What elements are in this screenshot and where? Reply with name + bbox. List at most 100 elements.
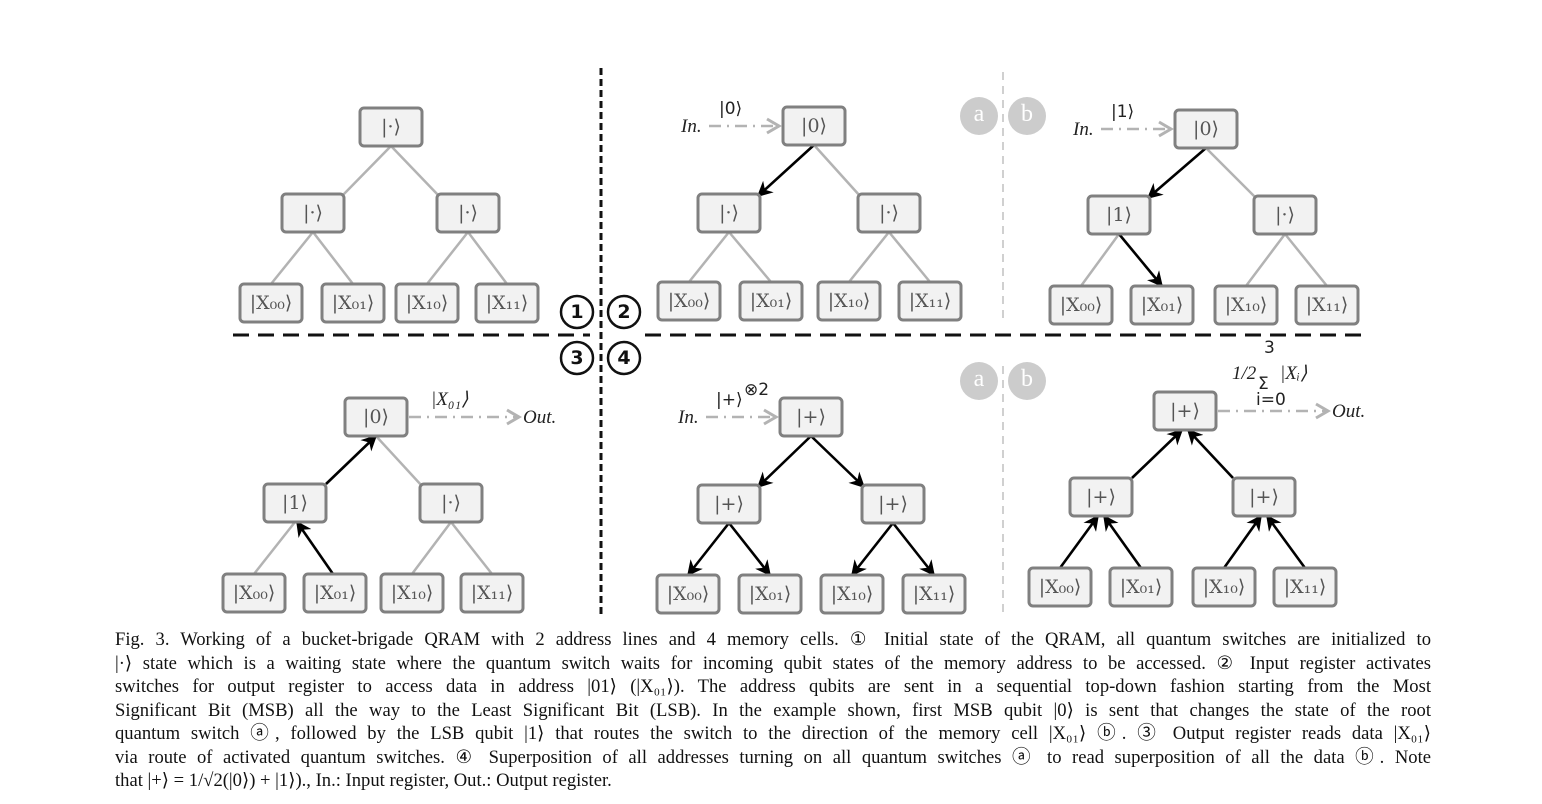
panel-1-root-switch-label: |·⟩: [381, 116, 401, 138]
panel-2-memory-cell-2: |X₁₀⟩: [816, 280, 882, 322]
panel-3-memory-cell-1: |X₀₁⟩: [1129, 284, 1195, 326]
panel-4-edge-up-0: [325, 434, 378, 485]
panel-1-right-switch: |·⟩: [435, 192, 501, 234]
panel-5-memory-cell-3: |X₁₁⟩: [901, 573, 967, 615]
panel-5-input-label: In.: [677, 407, 699, 428]
panel-5-left-switch-label: |+⟩: [714, 493, 744, 515]
panel-6-edge-up-1: [1186, 428, 1234, 479]
panel-2-edge-2: [688, 231, 730, 283]
panel-4-root-switch: |0⟩: [343, 396, 409, 438]
panel-4-memory-cell-0-label: |X₀₀⟩: [233, 582, 276, 604]
panel-4-root-switch-label: |0⟩: [363, 406, 389, 428]
panel-6-edge-up-4: [1222, 514, 1263, 569]
panel-6-left-switch-label: |+⟩: [1086, 486, 1116, 508]
panel-4-edge-4: [411, 521, 452, 575]
caption-line-2: |·⟩ state which is a waiting state where…: [115, 652, 1431, 674]
panel-6-memory-cell-0: |X₀₀⟩: [1027, 566, 1093, 608]
panel-2-root-switch: |0⟩: [781, 105, 847, 147]
panel-2-input-arrowhead: [766, 117, 782, 135]
panel-6-memory-cell-3-label: |X₁₁⟩: [1284, 576, 1327, 598]
panel-4-output-state: |X₀₁⟩: [431, 389, 469, 410]
svg-text:a: a: [974, 366, 985, 392]
panel-6-right-switch-label: |+⟩: [1249, 486, 1279, 508]
panel-2-edge-0: [756, 144, 815, 198]
panel-3-memory-cell-0-label: |X₀₀⟩: [1060, 294, 1103, 316]
panel-4-memory-cell-2: |X₁₀⟩: [379, 572, 445, 614]
panel-2-right-switch-label: |·⟩: [879, 202, 899, 224]
step-marker-2: 2: [606, 294, 642, 330]
panel-6-edge-up-0: [1131, 428, 1184, 479]
panel-6-edge-up-5: [1265, 514, 1307, 569]
panel-1-memory-cell-2: |X₁₀⟩: [394, 282, 460, 324]
sub-marker-b-bottom: b: [1008, 362, 1046, 400]
panel-2-memory-cell-2-label: |X₁₀⟩: [828, 290, 871, 312]
sub-marker-a-bottom: a: [960, 362, 998, 400]
panel-6-memory-cell-2-label: |X₁₀⟩: [1203, 576, 1246, 598]
panel-6-memory-cell-2: |X₁₀⟩: [1191, 566, 1257, 608]
panel-6-memory-cell-0-label: |X₀₀⟩: [1039, 576, 1082, 598]
panel-5-edge-4: [850, 522, 895, 577]
panel-6-root-switch-label: |+⟩: [1170, 400, 1200, 422]
panel-5-edge-5: [891, 522, 936, 577]
caption-line-3: switches for output register to access d…: [115, 676, 1431, 697]
step-marker-4: 4: [606, 340, 642, 376]
svg-text:3: 3: [570, 347, 583, 369]
panel-5-memory-cell-3-label: |X₁₁⟩: [913, 583, 956, 605]
panel-1-memory-cell-0: |X₀₀⟩: [238, 282, 304, 324]
panel-1-left-switch-label: |·⟩: [303, 202, 323, 224]
caption-line-5: quantum switch ⓐ, followed by the LSB qu…: [115, 723, 1431, 744]
panel-5-edge-0: [756, 435, 812, 489]
panel-6-output-state: |Xᵢ⟩: [1280, 363, 1308, 384]
panel-5-edge-2: [686, 522, 731, 577]
panel-6-memory-cell-1: |X₀₁⟩: [1108, 566, 1174, 608]
panel-1-memory-cell-1-label: |X₀₁⟩: [332, 292, 375, 314]
caption-line-6: via route of activated quantum switches.…: [115, 746, 1431, 768]
panel-3-right-switch-label: |·⟩: [1275, 204, 1295, 226]
panel-6-edge-up-2: [1058, 514, 1100, 569]
caption-line-7: that |+⟩ = 1/√2(|0⟩) + |1⟩)., In.: Input…: [115, 770, 612, 791]
panel-6-output-arrowhead: [1315, 402, 1331, 420]
panel-3-input-arrowhead: [1158, 120, 1174, 138]
panel-2-edge-1: [813, 144, 861, 197]
panel-1-root-switch: |·⟩: [358, 106, 424, 148]
panel-3-left-switch: |1⟩: [1086, 194, 1152, 236]
panel-4-memory-cell-2-label: |X₁₀⟩: [391, 582, 434, 604]
panel-4-left-switch-label: |1⟩: [282, 492, 308, 514]
step-marker-1: 1: [559, 294, 595, 330]
panel-5-memory-cell-0-label: |X₀₀⟩: [667, 583, 710, 605]
panel-5-input-superscript: ⊗2: [744, 380, 769, 400]
caption-line-1: Fig. 3. Working of a bucket-brigade QRAM…: [115, 629, 1431, 650]
panel-4-left-switch: |1⟩: [262, 482, 328, 524]
step-marker-3: 3: [559, 340, 595, 376]
panel-4-edge-5: [450, 521, 493, 575]
panel-5-memory-cell-2-label: |X₁₀⟩: [831, 583, 874, 605]
panel-6-edge-up-3: [1102, 514, 1143, 569]
panel-5-memory-cell-2: |X₁₀⟩: [819, 573, 885, 615]
panel-5-memory-cell-1: |X₀₁⟩: [737, 573, 803, 615]
panel-4-memory-cell-1: |X₀₁⟩: [302, 572, 368, 614]
panel-3-left-switch-label: |1⟩: [1106, 204, 1132, 226]
panel-5-input-state: |+⟩: [716, 390, 743, 410]
panel-3-root-switch: |0⟩: [1173, 108, 1239, 150]
sub-marker-a-top: a: [960, 97, 998, 135]
panel-3-edge-5: [1284, 233, 1328, 287]
panel-1-edge-1: [390, 145, 440, 197]
panel-2-edge-3: [728, 231, 772, 283]
panel-4-right-switch: |·⟩: [418, 482, 484, 524]
panel-2-left-switch: |·⟩: [696, 192, 762, 234]
svg-text:b: b: [1021, 101, 1033, 127]
panel-6-output-sum-symbol: Σ: [1258, 374, 1269, 394]
panel-5-memory-cell-0: |X₀₀⟩: [655, 573, 721, 615]
panel-2-memory-cell-3: |X₁₁⟩: [897, 280, 963, 322]
panel-6-memory-cell-3: |X₁₁⟩: [1272, 566, 1338, 608]
panel-1-edge-2: [270, 231, 314, 285]
panel-4-memory-cell-1-label: |X₀₁⟩: [314, 582, 357, 604]
svg-text:b: b: [1021, 366, 1033, 392]
panel-3-memory-cell-1-label: |X₀₁⟩: [1141, 294, 1184, 316]
panel-5-right-switch: |+⟩: [860, 483, 926, 525]
panel-1-memory-cell-2-label: |X₁₀⟩: [406, 292, 449, 314]
panel-1-right-switch-label: |·⟩: [458, 202, 478, 224]
panel-3-input-state: |1⟩: [1111, 102, 1134, 122]
panel-6-output-sum-upper: 3: [1264, 338, 1275, 358]
panel-3-edge-1: [1205, 147, 1257, 199]
